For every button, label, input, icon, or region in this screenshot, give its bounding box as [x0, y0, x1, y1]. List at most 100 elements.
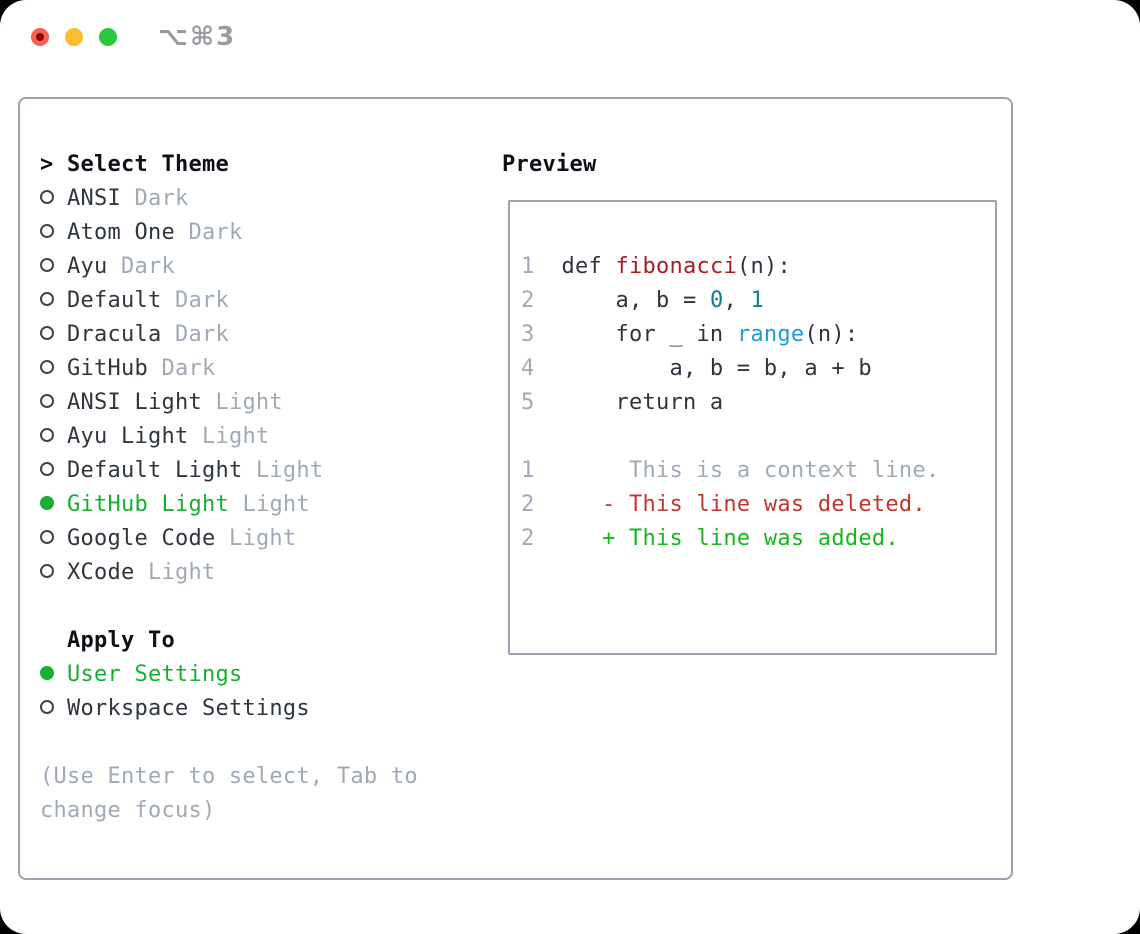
- option-variant-label: Dark: [147, 356, 216, 381]
- apply-to-header: Apply To: [67, 628, 175, 653]
- token-number: 0: [709, 288, 724, 313]
- token-code: (n):: [804, 322, 859, 347]
- radio-unselected-icon: [40, 224, 54, 238]
- token-code: a, b = b, a + b: [534, 356, 872, 381]
- radio-unselected-icon: [40, 530, 54, 544]
- theme-list-header: > Select Theme: [40, 148, 490, 182]
- theme-option-github-light[interactable]: GitHub Light Light: [40, 488, 490, 522]
- option-label: Ayu: [67, 254, 108, 279]
- radio-unselected-icon: [40, 292, 54, 306]
- help-text-line-1: (Use Enter to select, Tab to: [40, 764, 418, 789]
- theme-option-default[interactable]: Default Dark: [40, 284, 490, 318]
- theme-option-ayu[interactable]: Ayu Dark: [40, 250, 490, 284]
- token-code: ,: [723, 288, 751, 313]
- theme-option-xcode[interactable]: XCode Light: [40, 556, 490, 590]
- preview-line-code: 1 def fibonacci(n):: [521, 250, 995, 284]
- titlebar: ⌥⌘3: [0, 0, 1140, 76]
- option-label: GitHub Light: [67, 492, 229, 517]
- option-label: Google Code: [67, 526, 216, 551]
- preview-line-diff-context: 1 This is a context line.: [521, 454, 995, 488]
- preview-line-code: 2 a, b = 0, 1: [521, 284, 995, 318]
- radio-unselected-icon: [40, 564, 54, 578]
- close-button[interactable]: [31, 28, 49, 46]
- token-code: a, b =: [534, 288, 710, 313]
- radio-selected-icon: [40, 496, 54, 510]
- radio-selected-icon: [40, 666, 54, 680]
- radio-unselected-icon: [40, 700, 54, 714]
- preview-line-blank: [521, 420, 995, 454]
- preview-line-code: 3 for _ in range(n):: [521, 318, 995, 352]
- option-variant-label: Light: [228, 492, 310, 517]
- token-added: + This line was added.: [534, 526, 899, 551]
- minimize-button[interactable]: [65, 28, 83, 46]
- apply-option-workspace-settings[interactable]: Workspace Settings: [40, 692, 490, 726]
- close-dot-icon: [36, 33, 44, 41]
- option-variant-label: Dark: [107, 254, 175, 279]
- theme-option-atom-one[interactable]: Atom One Dark: [40, 216, 490, 250]
- token-builtin: range: [736, 322, 805, 347]
- theme-list-header-label: Select Theme: [67, 152, 229, 177]
- token-muted: 2: [521, 492, 535, 517]
- option-label: Default: [67, 288, 162, 313]
- radio-unselected-icon: [40, 360, 54, 374]
- token-deleted: - This line was deleted.: [534, 492, 926, 517]
- token-code: def: [534, 254, 616, 279]
- option-label: Workspace Settings: [67, 696, 310, 721]
- token-muted: 3: [521, 322, 535, 347]
- option-variant-label: Light: [134, 560, 216, 585]
- option-variant-label: Light: [201, 390, 283, 415]
- theme-option-github[interactable]: GitHub Dark: [40, 352, 490, 386]
- theme-option-dracula[interactable]: Dracula Dark: [40, 318, 490, 352]
- theme-option-ansi[interactable]: ANSI Dark: [40, 182, 490, 216]
- option-label: ANSI Light: [67, 390, 202, 415]
- option-label: XCode: [67, 560, 135, 585]
- radio-unselected-icon: [40, 258, 54, 272]
- token-number: 1: [750, 288, 764, 313]
- theme-option-default-light[interactable]: Default Light Light: [40, 454, 490, 488]
- token-muted: 2: [521, 288, 535, 313]
- divider-space: [40, 726, 490, 760]
- preview-line-diff-deleted: 2 - This line was deleted.: [521, 488, 995, 522]
- theme-option-ayu-light[interactable]: Ayu Light Light: [40, 420, 490, 454]
- preview-line-code: 4 a, b = b, a + b: [521, 352, 995, 386]
- token-func: fibonacci: [615, 254, 737, 279]
- option-label: Atom One: [67, 220, 175, 245]
- preview-title: Preview: [502, 152, 597, 177]
- token-code: (n):: [736, 254, 791, 279]
- help-text-line-2: change focus): [40, 798, 216, 823]
- option-label: GitHub: [67, 356, 148, 381]
- radio-unselected-icon: [40, 428, 54, 442]
- preview-line-diff-added: 2 + This line was added.: [521, 522, 995, 556]
- option-variant-label: Light: [188, 424, 270, 449]
- option-variant-label: Dark: [120, 186, 189, 211]
- radio-unselected-icon: [40, 462, 54, 476]
- option-label: Dracula: [67, 322, 162, 347]
- token-code: return a: [534, 390, 724, 415]
- zoom-button[interactable]: [99, 28, 117, 46]
- radio-unselected-icon: [40, 190, 54, 204]
- theme-option-google-code[interactable]: Google Code Light: [40, 522, 490, 556]
- option-variant-label: Light: [215, 526, 297, 551]
- option-variant-label: Dark: [174, 220, 243, 245]
- cursor-arrow-icon: >: [40, 152, 67, 177]
- token-muted: 1 This is a context line.: [521, 458, 940, 483]
- token-code: for _ in: [534, 322, 737, 347]
- apply-option-user-settings[interactable]: User Settings: [40, 658, 490, 692]
- token-muted: 2: [521, 526, 535, 551]
- option-variant-label: Light: [242, 458, 324, 483]
- preview-line-code: 5 return a: [521, 386, 995, 420]
- option-variant-label: Dark: [161, 322, 229, 347]
- token-muted: 1: [521, 254, 535, 279]
- option-label: ANSI: [67, 186, 121, 211]
- option-label: Default Light: [67, 458, 243, 483]
- radio-unselected-icon: [40, 394, 54, 408]
- token-muted: 4: [521, 356, 535, 381]
- theme-option-ansi-light[interactable]: ANSI Light Light: [40, 386, 490, 420]
- divider-space: [40, 590, 490, 624]
